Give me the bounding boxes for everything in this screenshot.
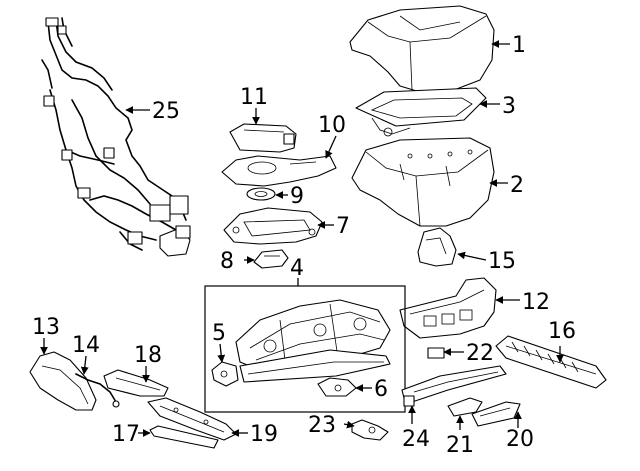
callout-23: 23 <box>308 413 336 438</box>
part-support-plate-7 <box>223 207 323 245</box>
callout-9: 9 <box>290 184 304 209</box>
part-rail-24 <box>401 365 507 407</box>
part-washer-9 <box>246 187 276 201</box>
callout-5: 5 <box>212 321 226 346</box>
part-seat-adjuster <box>235 299 391 383</box>
part-seat-cushion-pad <box>349 5 495 93</box>
callout-13: 13 <box>32 315 60 340</box>
callout-20: 20 <box>506 427 534 452</box>
callout-6: 6 <box>374 377 388 402</box>
callout-24: 24 <box>402 427 430 452</box>
callout-14: 14 <box>72 333 100 358</box>
callout-22: 22 <box>466 341 494 366</box>
callout-3: 3 <box>502 94 516 119</box>
seat-adjuster-group-box <box>204 285 406 413</box>
part-trim-18 <box>103 369 169 397</box>
part-seat-heater <box>355 87 487 137</box>
part-sensor-23 <box>351 419 389 441</box>
part-rail-cover-16 <box>495 335 607 389</box>
part-cable-14 <box>75 373 120 408</box>
part-bracket-21 <box>447 397 483 417</box>
part-cap-22 <box>427 347 445 359</box>
part-bracket-15 <box>417 227 457 267</box>
callout-15: 15 <box>488 249 516 274</box>
callout-2: 2 <box>510 173 524 198</box>
callout-4: 4 <box>290 256 304 281</box>
part-bracket-11 <box>229 123 297 153</box>
callout-7: 7 <box>336 214 350 239</box>
part-clip-8 <box>253 249 289 269</box>
callout-11: 11 <box>240 85 268 110</box>
part-seat-shield-10 <box>221 155 337 187</box>
callout-17: 17 <box>112 422 140 447</box>
callout-16: 16 <box>548 319 576 344</box>
callout-8: 8 <box>220 249 234 274</box>
part-motor-5 <box>211 361 239 387</box>
callout-21: 21 <box>446 433 474 458</box>
callout-12: 12 <box>522 290 550 315</box>
part-seat-cushion-foam <box>351 137 495 227</box>
part-strip-17 <box>149 425 219 449</box>
part-side-cover-13 <box>29 351 97 411</box>
part-seat-shield-12 <box>399 277 497 339</box>
part-wire-harness <box>41 17 191 257</box>
part-motor-6 <box>317 377 357 397</box>
part-bracket-20 <box>471 401 521 427</box>
callout-10: 10 <box>318 113 346 138</box>
callout-19: 19 <box>250 422 278 447</box>
callout-18: 18 <box>134 343 162 368</box>
callout-1: 1 <box>512 33 526 58</box>
callout-25: 25 <box>152 99 180 124</box>
